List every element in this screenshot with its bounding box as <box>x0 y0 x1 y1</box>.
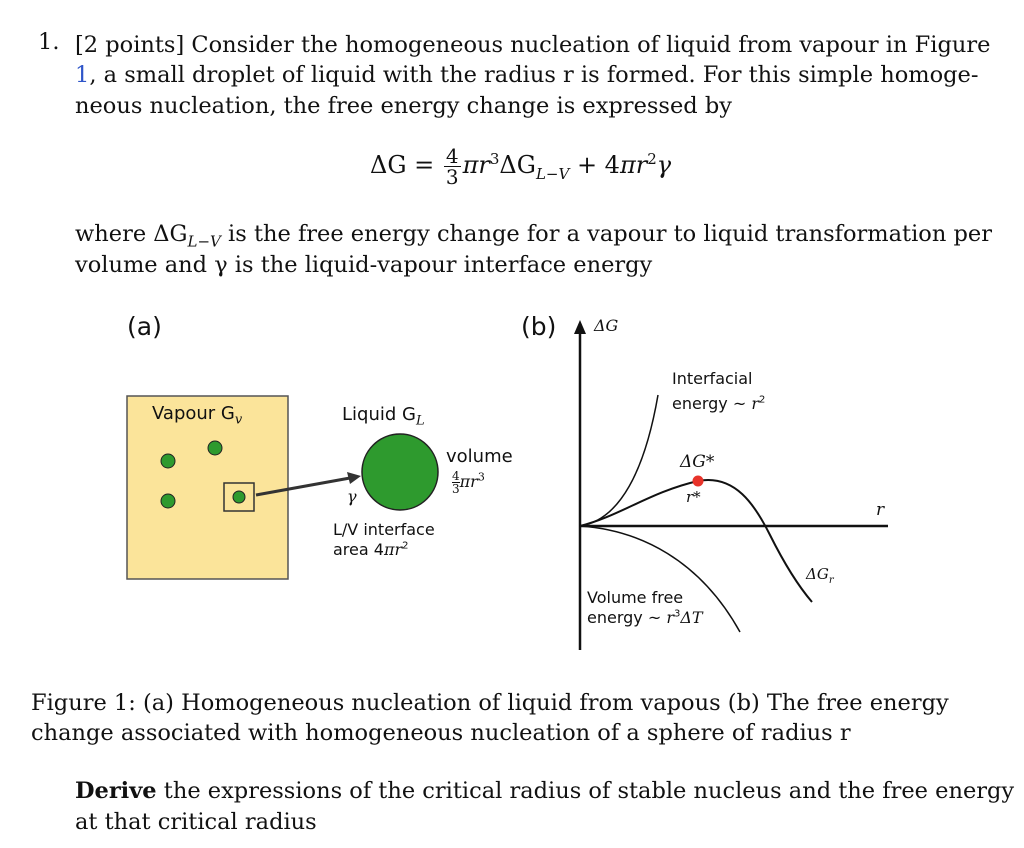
x-axis-label: r <box>876 500 885 520</box>
liquid-droplet <box>361 433 439 511</box>
volume-free-energy-curve <box>579 525 741 633</box>
panel-a-label: (a) <box>127 312 162 341</box>
volume-label: volume <box>446 446 513 467</box>
liquid-label: Liquid GL <box>342 404 425 429</box>
figure-reference-link[interactable]: 1 <box>75 62 90 88</box>
task-line-1: Derive the expressions of the critical r… <box>75 775 1014 808</box>
figure-caption-line-2: change associated with homogeneous nucle… <box>31 720 851 746</box>
gamma-label: γ <box>347 487 357 506</box>
vapour-cluster <box>207 440 223 456</box>
panel-b-label: (b) <box>521 312 557 341</box>
y-axis-label: ΔG <box>594 316 619 335</box>
critical-energy-label: ΔG* <box>680 452 715 472</box>
critical-radius-label: r* <box>686 488 701 506</box>
zoom-arrow-line <box>255 476 351 497</box>
vapour-cluster <box>160 453 176 469</box>
interfacial-label-line-1: Interfacial <box>672 369 753 388</box>
interfacial-label-line-2: energy ~ r2 <box>672 394 766 413</box>
interface-label-line-2: area 4πr2 <box>333 540 409 559</box>
total-free-energy-curve <box>579 479 813 603</box>
free-energy-equation: ΔG = 4 3 πr3ΔGL−V + 4πr2γ <box>370 144 672 189</box>
interfacial-energy-curve <box>579 394 659 527</box>
highlighted-cluster <box>232 490 246 504</box>
critical-point <box>692 475 704 487</box>
interface-label-line-1: L/V interface <box>333 520 435 539</box>
volume-free-label-line-2: energy ~ r3ΔT <box>587 608 703 627</box>
problem-intro-line-2-text: , a small droplet of liquid with the rad… <box>89 62 979 88</box>
vapour-cluster <box>160 493 176 509</box>
task-line-2: at that critical radius <box>75 809 317 835</box>
where-line-2: volume and γ is the liquid-vapour interf… <box>75 252 653 278</box>
vapour-box <box>126 395 289 580</box>
problem-intro-line-3: neous nucleation, the free energy change… <box>75 93 732 119</box>
figure-caption-line-1: Figure 1: (a) Homogeneous nucleation of … <box>31 690 949 716</box>
problem-intro-line-1: [2 points] Consider the homogeneous nucl… <box>75 32 991 58</box>
vapour-label: Vapour Gv <box>152 403 243 428</box>
zoom-arrow-head <box>347 472 361 484</box>
highlight-square <box>223 482 255 512</box>
task-line-1-text: the expressions of the critical radius o… <box>163 778 1015 804</box>
volume-free-label-line-1: Volume free <box>587 588 684 607</box>
problem-intro-line-2: 1, a small droplet of liquid with the ra… <box>75 59 978 92</box>
task-derive-keyword: Derive <box>75 778 157 804</box>
where-line-1: where ΔGL−V is the free energy change fo… <box>75 221 992 251</box>
delta-gr-label: ΔGr <box>806 565 834 586</box>
y-axis-arrow <box>574 320 586 334</box>
problem-number: 1. <box>38 29 60 55</box>
